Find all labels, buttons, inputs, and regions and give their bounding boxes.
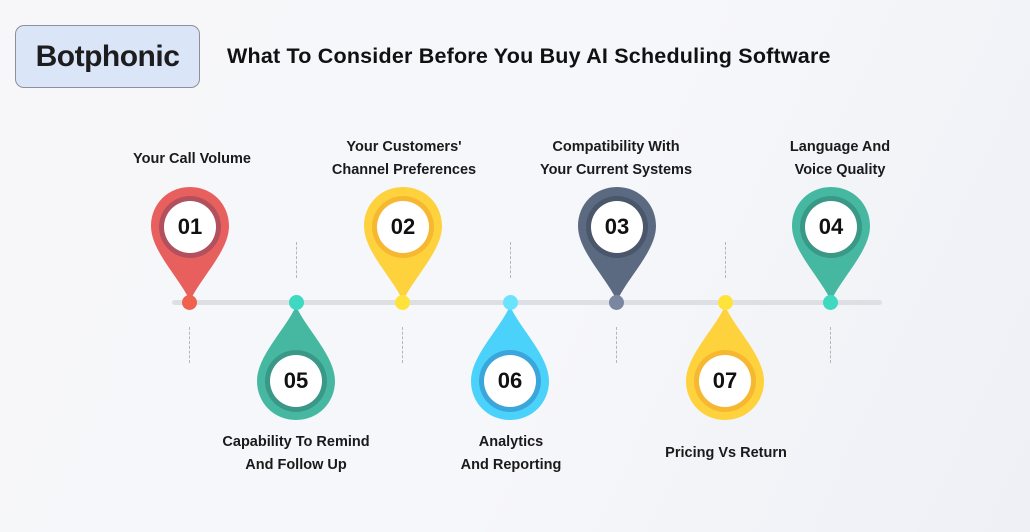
item-02-label-line2: Channel Preferences xyxy=(331,162,477,178)
item-06-connector xyxy=(510,242,511,278)
item-02-connector xyxy=(402,327,403,363)
item-03-node xyxy=(609,295,624,310)
item-03-number: 03 xyxy=(604,214,630,239)
item-06-label-line1: Analytics xyxy=(478,434,544,450)
droplet-pin-icon xyxy=(257,306,335,420)
item-01-node xyxy=(182,295,197,310)
droplet-pin-icon xyxy=(471,306,549,420)
item-01-number: 01 xyxy=(177,214,203,239)
item-04-pin: 04 xyxy=(790,185,872,303)
item-02-label: Your Customers' Channel Preferences xyxy=(332,136,476,182)
item-03-label-line2: Your Current Systems xyxy=(539,162,693,178)
item-02-label-line1: Your Customers' xyxy=(346,139,462,155)
item-02-node xyxy=(395,295,410,310)
item-07-node xyxy=(718,295,733,310)
item-04-label-line2: Voice Quality xyxy=(794,162,886,178)
item-02-number: 02 xyxy=(390,214,416,239)
item-04-number: 04 xyxy=(818,214,844,239)
item-02-pin: 02 xyxy=(362,185,444,303)
item-03-label: Compatibility With Your Current Systems xyxy=(540,136,692,182)
item-03-pin: 03 xyxy=(576,185,658,303)
item-01-pin: 01 xyxy=(149,185,231,303)
item-07-label-line1: Pricing Vs Return xyxy=(665,445,787,461)
map-pin-icon xyxy=(151,187,229,301)
item-04-node xyxy=(823,295,838,310)
item-05-label: Capability To Remind And Follow Up xyxy=(222,431,369,477)
item-05-label-line2: And Follow Up xyxy=(245,457,347,473)
item-07-number: 07 xyxy=(712,368,738,393)
item-06-label-line2: And Reporting xyxy=(460,457,562,473)
map-pin-icon xyxy=(364,187,442,301)
item-05-pin: 05 xyxy=(255,304,337,422)
item-03-label-line1: Compatibility With xyxy=(552,139,680,155)
item-06-node xyxy=(503,295,518,310)
item-06-number: 06 xyxy=(497,368,523,393)
item-07-connector xyxy=(725,242,726,278)
item-01-label-line1: Your Call Volume xyxy=(133,151,251,167)
item-01-connector xyxy=(189,327,190,363)
item-05-number: 05 xyxy=(283,368,309,393)
item-04-label: Language And Voice Quality xyxy=(790,136,890,182)
item-01-label: Your Call Volume xyxy=(133,148,251,171)
item-04-connector xyxy=(830,327,831,363)
botphonic-logo: Botphonic xyxy=(15,25,200,88)
map-pin-icon xyxy=(578,187,656,301)
item-06-pin: 06 xyxy=(469,304,551,422)
map-pin-icon xyxy=(792,187,870,301)
item-04-label-line1: Language And xyxy=(789,139,891,155)
item-05-label-line1: Capability To Remind xyxy=(222,434,370,450)
droplet-pin-icon xyxy=(686,306,764,420)
item-05-connector xyxy=(296,242,297,278)
item-06-label: Analytics And Reporting xyxy=(461,431,562,477)
item-03-connector xyxy=(616,327,617,363)
page-title: What To Consider Before You Buy AI Sched… xyxy=(227,44,831,68)
item-07-label: Pricing Vs Return xyxy=(665,442,787,465)
item-07-pin: 07 xyxy=(684,304,766,422)
item-05-node xyxy=(289,295,304,310)
logo-text: Botphonic xyxy=(35,39,180,73)
timeline-bar xyxy=(172,300,882,305)
